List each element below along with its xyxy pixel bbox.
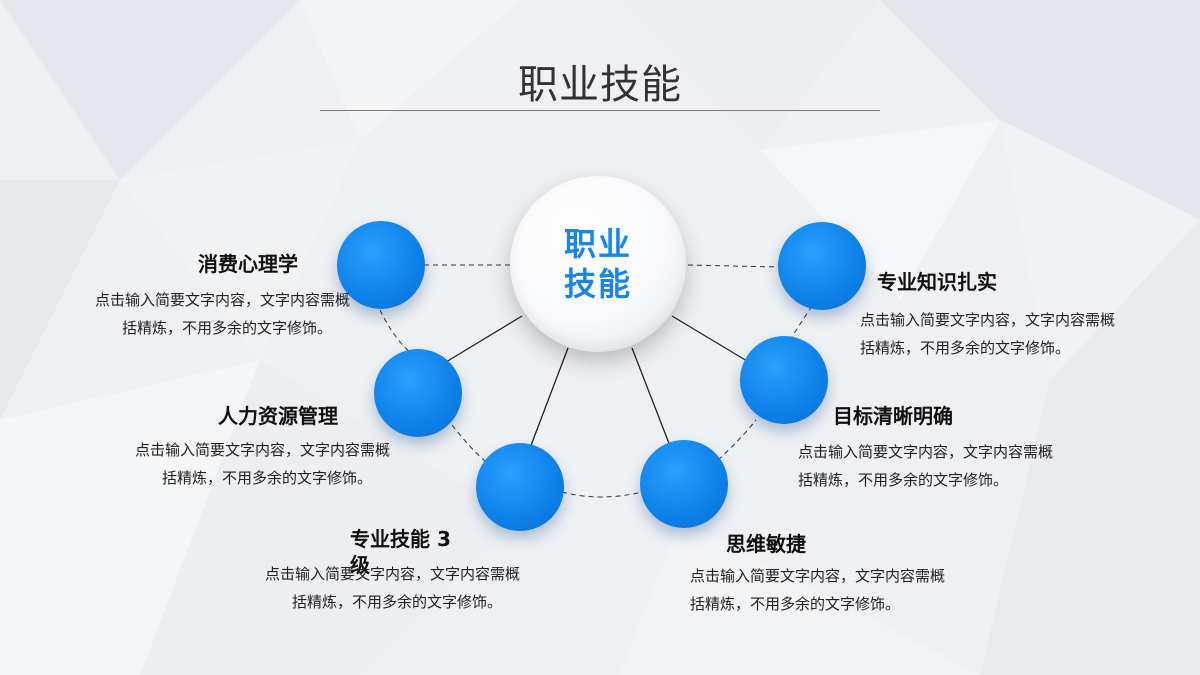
skill-desc-clear-goals: 点击输入简要文字内容，文字内容需概 括精炼，不用多余的文字修饰。 <box>798 443 1054 489</box>
skill-desc-professional-skill: 点击输入简要文字内容，文字内容需概 括精炼，不用多余的文字修饰。 <box>264 565 520 611</box>
skill-title-consumer-psychology: 消费心理学 <box>198 252 298 276</box>
dashed-connector <box>561 491 643 498</box>
dashed-connector <box>789 305 813 341</box>
center-label-line1: 职业 <box>563 225 632 263</box>
page-title: 职业技能 <box>518 62 682 108</box>
skill-desc-consumer-psychology: 点击输入简要文字内容，文字内容需概 括精炼，不用多余的文字修饰。 <box>94 291 350 337</box>
skill-node-quick-thinking <box>640 440 728 528</box>
solid-spoke <box>529 347 569 449</box>
solid-spoke <box>631 347 671 447</box>
skill-node-professional-skill <box>476 443 564 531</box>
dashed-connector <box>687 264 779 268</box>
skill-title-solid-knowledge: 专业知识扎实 <box>877 270 997 294</box>
dashed-connector <box>451 424 487 463</box>
title-divider <box>320 110 880 111</box>
solid-spoke <box>671 315 753 365</box>
skill-desc-quick-thinking: 点击输入简要文字内容，文字内容需概 括精炼，不用多余的文字修饰。 <box>690 567 946 613</box>
skill-node-hr-management <box>374 349 462 437</box>
skill-node-solid-knowledge <box>778 222 866 310</box>
skill-title-hr-management: 人力资源管理 <box>218 404 338 428</box>
center-label-line2: 技能 <box>563 265 632 303</box>
skill-desc-solid-knowledge: 点击输入简要文字内容，文字内容需概 括精炼，不用多余的文字修饰。 <box>860 311 1116 357</box>
center-circle: 职业 技能 <box>510 176 686 352</box>
skill-title-quick-thinking: 思维敏捷 <box>726 532 806 556</box>
skill-desc-hr-management: 点击输入简要文字内容，文字内容需概 括精炼，不用多余的文字修饰。 <box>134 441 390 487</box>
dashed-connector <box>717 419 757 461</box>
skill-title-professional-skill: 专业技能 3级 <box>350 527 451 577</box>
skill-node-clear-goals <box>740 336 828 424</box>
skill-title-clear-goals: 目标清晰明确 <box>833 404 953 428</box>
solid-spoke <box>445 315 523 363</box>
skill-node-consumer-psychology <box>337 221 425 309</box>
dashed-connector <box>379 309 411 353</box>
